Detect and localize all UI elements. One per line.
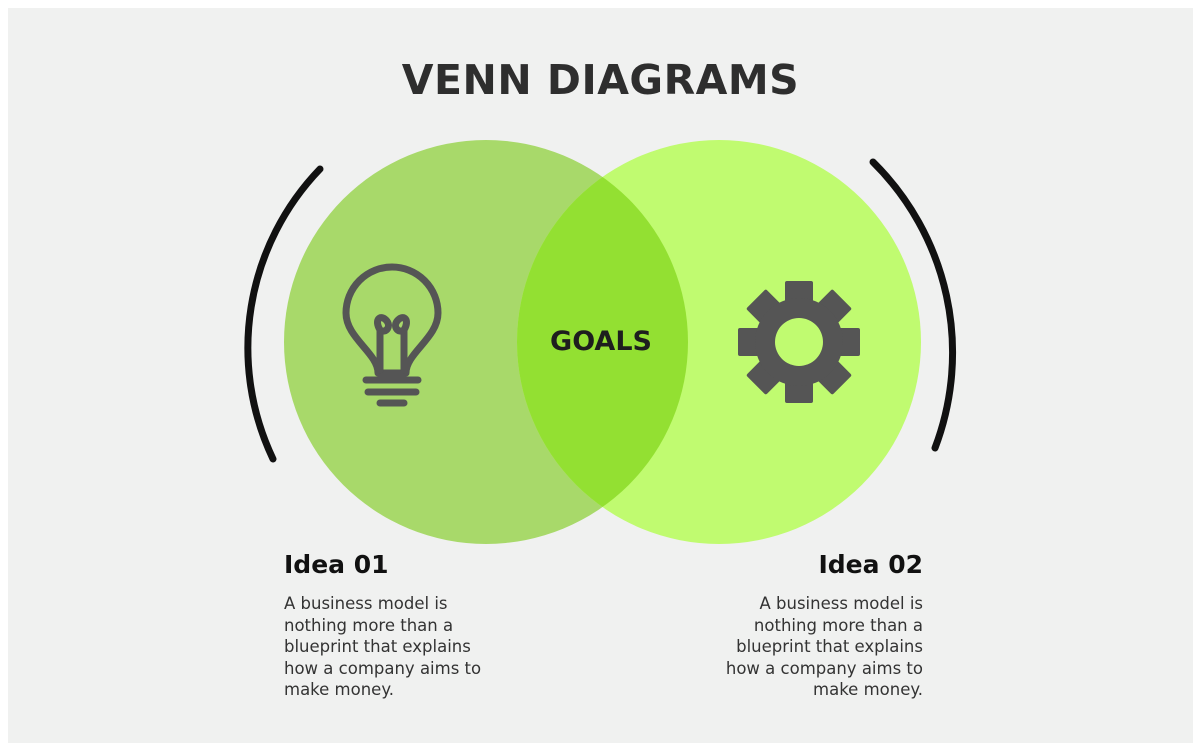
idea-01-heading: Idea 01 (284, 550, 389, 579)
center-label: GOALS (550, 326, 652, 357)
idea-01-description: A business model is nothing more than a … (284, 594, 482, 699)
venn-diagram: GOALS (244, 140, 957, 544)
lightbulb-icon (342, 263, 442, 407)
left-arc (244, 165, 324, 463)
gear-icon (738, 281, 860, 403)
overlap-region (517, 140, 688, 544)
idea-02-heading: Idea 02 (818, 550, 923, 579)
page-title: VENN DIAGRAMS (401, 56, 800, 104)
right-arc (869, 158, 957, 452)
idea-02-description: A business model is nothing more than a … (725, 594, 923, 699)
slide-canvas: VENN DIAGRAMS GOALS (8, 8, 1193, 743)
